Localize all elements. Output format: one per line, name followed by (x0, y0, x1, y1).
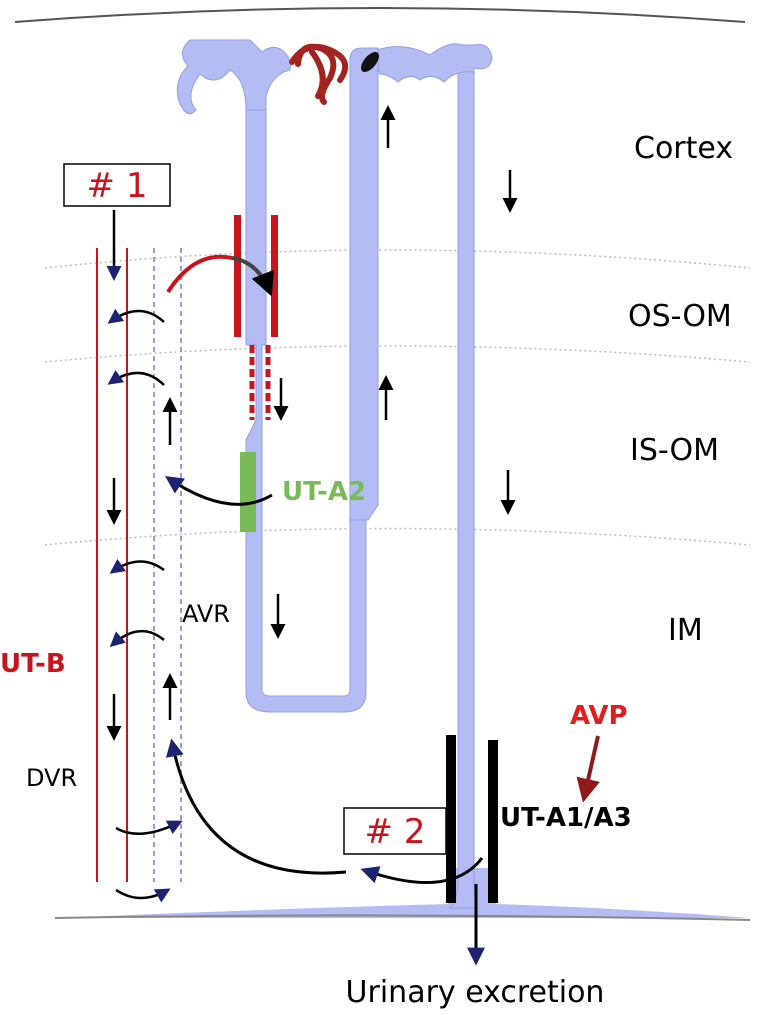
ascending-limb (349, 47, 379, 521)
exchange-arrow-2 (107, 369, 165, 386)
recycling-arrow-long (165, 738, 347, 875)
avp-label: AVP (570, 701, 628, 731)
papilla-base-tubule (55, 868, 750, 918)
marker-2-label: # 2 (365, 812, 426, 852)
papilla-base-line (54, 914, 751, 921)
ut-a2-curved-arrow (165, 475, 273, 506)
descending-limb (245, 109, 367, 713)
urinary-excretion-label: Urinary excretion (346, 975, 605, 1010)
ut-a1-a3-bar-right (488, 740, 498, 903)
ut-b-label: UT-B (0, 649, 66, 679)
macula-densa (361, 52, 379, 72)
boundary-os-is-om (44, 345, 751, 363)
ut-a2-label: UT-A2 (282, 477, 366, 507)
exchange-arrow-4 (109, 630, 165, 647)
boundary-cortex-os-om (44, 249, 751, 269)
proximal-straight-red-bar-right (271, 215, 278, 337)
proximal-straight-red-bar-left (234, 215, 241, 337)
marker-1-box (63, 163, 171, 207)
proximal-convoluted-tubule (176, 39, 291, 115)
dvr-label: DVR (26, 764, 77, 792)
vessel-to-tubule-curved-arrow-red (166, 254, 233, 294)
recycling-arrow-short (360, 857, 484, 884)
marker-1-label: # 1 (87, 166, 148, 206)
marker-2-box (343, 807, 447, 855)
connecting-tubule (371, 43, 493, 83)
boundary-is-om-im (44, 527, 751, 546)
glomerulus-vessel (289, 43, 349, 105)
ut-a1-a3-label: UT-A1/A3 (500, 803, 632, 833)
cortex-surface-line (14, 7, 746, 23)
zone-label-im: IM (668, 613, 703, 648)
collecting-duct (448, 44, 479, 909)
exchange-arrow-1 (107, 308, 165, 324)
exchange-arrow-3 (109, 558, 165, 574)
zone-label-is-om: IS-OM (630, 433, 719, 468)
exchange-arrow-5 (115, 820, 183, 835)
avp-arrow (576, 735, 600, 803)
vessel-to-tubule-curved-arrow-grey (231, 256, 275, 297)
zone-label-os-om: OS-OM (628, 299, 732, 334)
avr-label: AVR (182, 600, 230, 628)
exchange-arrow-6 (115, 888, 171, 903)
zone-label-cortex: Cortex (634, 131, 733, 166)
ut-a1-a3-bar-left (446, 735, 456, 903)
ut-a2-bar (240, 452, 256, 532)
